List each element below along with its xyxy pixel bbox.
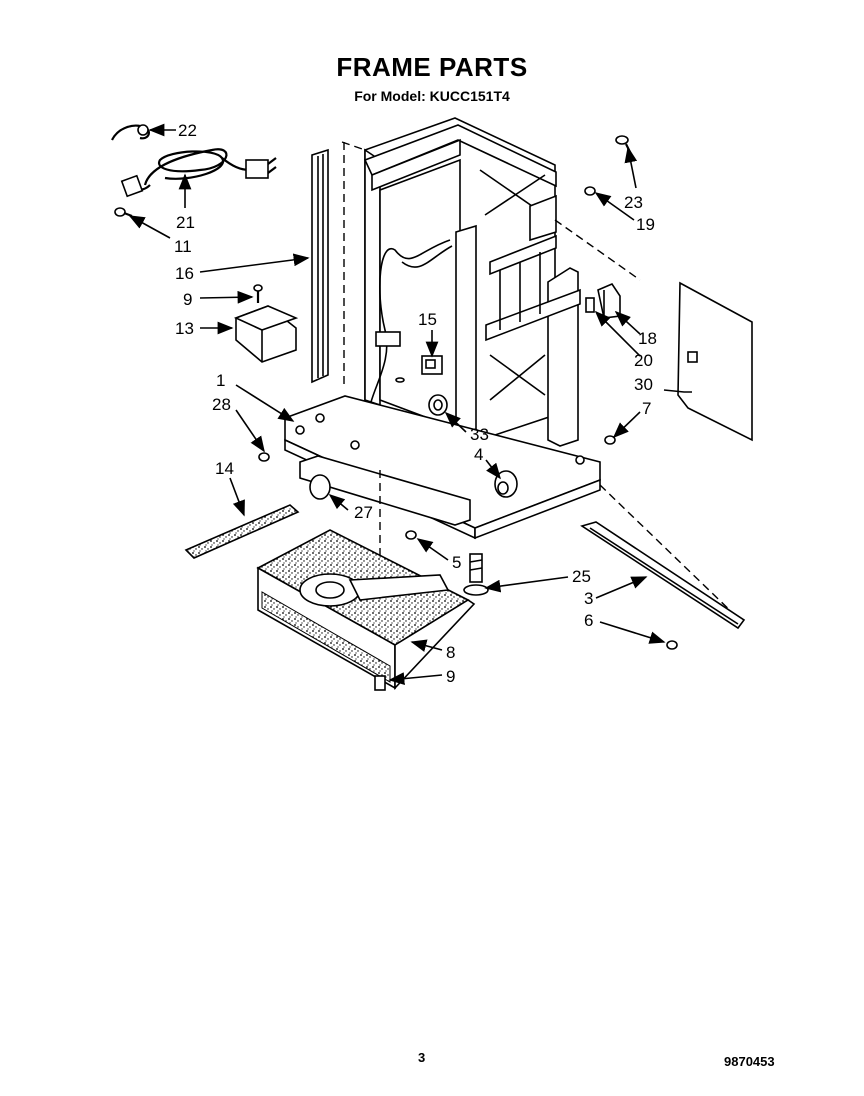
callout-labels: 22 21 11 16 9 13 1 28 14 15 33 4 27 5 25… xyxy=(174,121,657,686)
part-20-clip xyxy=(585,297,595,313)
callout-9-lower: 9 xyxy=(446,667,455,686)
callout-8: 8 xyxy=(446,643,455,662)
callout-14: 14 xyxy=(215,459,234,478)
part-8-base-pan xyxy=(256,529,476,691)
callout-19: 19 xyxy=(636,215,655,234)
callout-28: 28 xyxy=(212,395,231,414)
part-6-screw xyxy=(666,640,678,650)
part-13-cover xyxy=(233,305,299,363)
part-11-screw xyxy=(114,207,133,218)
callout-5: 5 xyxy=(452,553,461,572)
model-subtitle: For Model: KUCC151T4 xyxy=(354,88,510,104)
callout-27: 27 xyxy=(354,503,373,522)
callout-18: 18 xyxy=(638,329,657,348)
part-23-screw xyxy=(615,135,635,161)
part-3-rail xyxy=(580,521,746,630)
callout-23: 23 xyxy=(624,193,643,212)
callout-1: 1 xyxy=(216,371,225,390)
part-21-power-cord xyxy=(120,148,277,198)
callout-7: 7 xyxy=(642,399,651,418)
callout-11: 11 xyxy=(174,237,192,256)
part-30-panel xyxy=(677,281,753,442)
part-7-screw xyxy=(604,435,616,445)
callout-21: 21 xyxy=(176,213,195,232)
part-5-screw xyxy=(405,530,417,540)
callout-22: 22 xyxy=(178,121,197,140)
callout-16: 16 xyxy=(175,264,194,283)
callout-15: 15 xyxy=(418,310,437,329)
part-14-foam-strip xyxy=(184,504,300,559)
callout-3: 3 xyxy=(584,589,593,608)
callout-9-upper: 9 xyxy=(183,290,192,309)
frame-cabinet xyxy=(284,117,601,540)
part-16-strip xyxy=(311,148,329,384)
page-title: FRAME PARTS xyxy=(336,52,528,82)
part-19-screw xyxy=(584,186,596,196)
part-25-leveling-leg xyxy=(463,553,489,596)
part-22-clip xyxy=(111,124,150,141)
document-number: 9870453 xyxy=(724,1054,775,1069)
callout-33: 33 xyxy=(470,425,489,444)
callout-6: 6 xyxy=(584,611,593,630)
callout-4: 4 xyxy=(474,445,483,464)
leader-lines xyxy=(128,123,692,685)
callout-20: 20 xyxy=(634,351,653,370)
part-28-screw xyxy=(258,452,270,462)
callout-25: 25 xyxy=(572,567,591,586)
callout-30: 30 xyxy=(634,375,653,394)
part-9-screw-lower xyxy=(374,675,386,691)
part-9-screw-upper xyxy=(253,284,263,303)
page-number: 3 xyxy=(418,1050,426,1065)
callout-13: 13 xyxy=(175,319,194,338)
